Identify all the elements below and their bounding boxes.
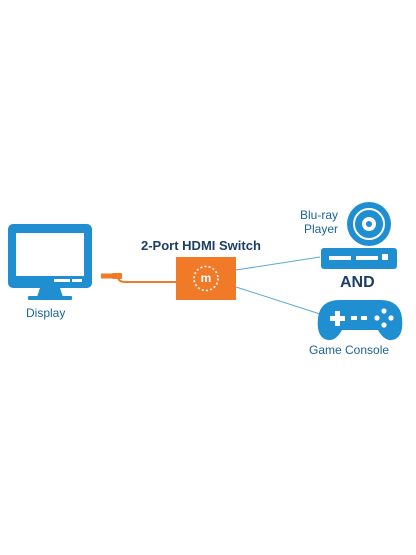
hdmi-cable xyxy=(101,273,176,283)
and-label: AND xyxy=(340,274,375,291)
game-controller-icon xyxy=(317,300,403,341)
hdmi-switch-box: m xyxy=(176,257,236,300)
bluray-disc-icon xyxy=(347,202,391,246)
display-label: Display xyxy=(26,306,66,320)
bluray-label-line1: Blu-ray xyxy=(300,208,339,222)
connection-line-console xyxy=(235,286,321,315)
bluray-player-icon xyxy=(321,248,397,269)
display-monitor-icon xyxy=(8,224,92,300)
game-console-label: Game Console xyxy=(309,343,390,357)
switch-title: 2-Port HDMI Switch xyxy=(141,238,261,253)
manhattan-logo-icon: m xyxy=(193,265,219,292)
svg-text:m: m xyxy=(201,271,212,285)
bluray-label-line2: Player xyxy=(304,222,339,236)
connection-line-bluray xyxy=(235,256,321,271)
